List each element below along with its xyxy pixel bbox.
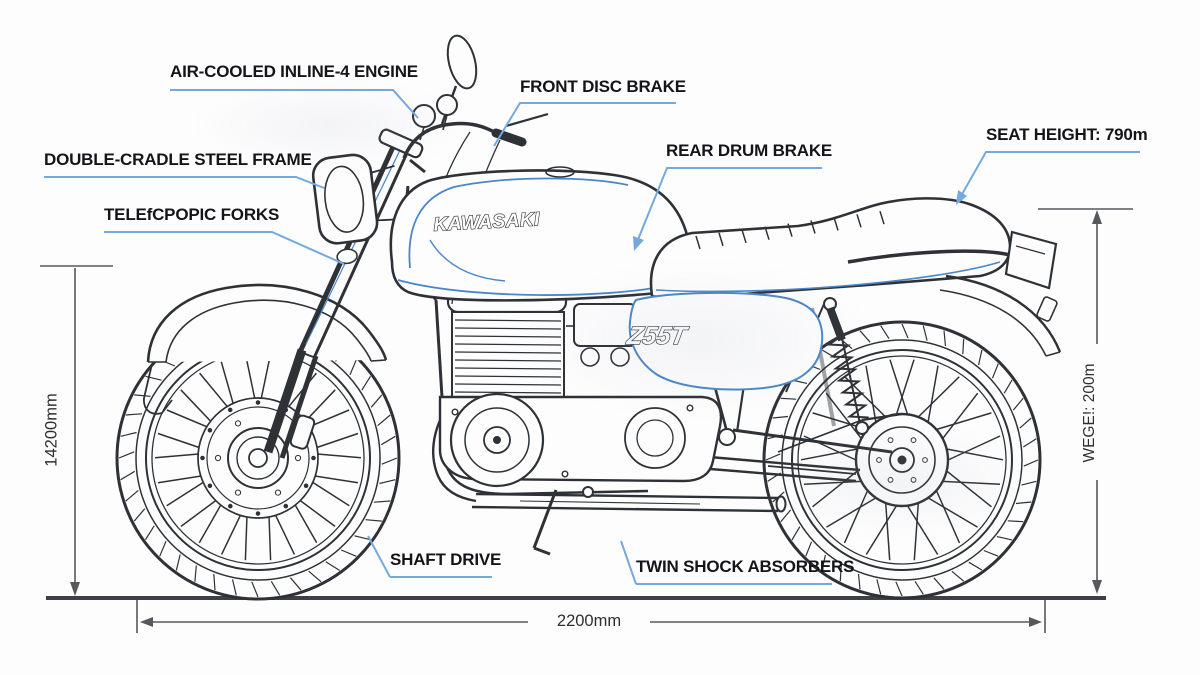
tail-light — [1004, 230, 1058, 290]
mirror — [446, 34, 478, 90]
front-fender — [143, 283, 388, 415]
seat — [649, 197, 1012, 299]
watermark — [520, 260, 880, 420]
seat-height-arrow — [956, 190, 967, 205]
rear-brake-arrow — [633, 236, 644, 251]
swingarm-shaft-drive — [697, 428, 893, 483]
dimension-overall-length: 2200mm — [556, 612, 622, 630]
callout-seat-height: SEAT HEIGHT: 790m — [986, 125, 1148, 144]
leader-lines — [44, 89, 1140, 585]
dimension-overall-height: 14200mm — [42, 393, 61, 467]
callout-rear-brake: REAR DRUM BRAKE — [666, 141, 833, 160]
dimension-lines — [40, 208, 1133, 633]
fuel-tank: KAWASAKI — [389, 166, 692, 302]
watermark — [760, 420, 1040, 540]
telescopic-forks — [263, 128, 426, 459]
exhaust-pipe — [432, 399, 787, 556]
callout-front-brake: FRONT DISC BRAKE — [520, 77, 686, 96]
callout-engine: AIR-COOLED INLINE-4 ENGINE — [170, 62, 418, 81]
watermark — [190, 80, 470, 170]
headlight — [311, 153, 406, 265]
side-panel: Z55T — [623, 291, 824, 391]
dimension-right-note: WEGE!: 200m — [1081, 363, 1098, 463]
callout-forks: TELEfCPOPIC FORKS — [104, 205, 280, 224]
rear-wheel — [762, 320, 1042, 600]
side-panel-badge: Z55T — [624, 322, 691, 350]
rear-fender — [847, 230, 1062, 357]
callout-shock-absorbers: TWIN SHOCK ABSORBERS — [636, 557, 855, 576]
callout-shaft-drive: SHAFT DRIVE — [390, 550, 502, 569]
callout-frame: DOUBLE-CRADLE STEEL FRAME — [44, 150, 312, 169]
